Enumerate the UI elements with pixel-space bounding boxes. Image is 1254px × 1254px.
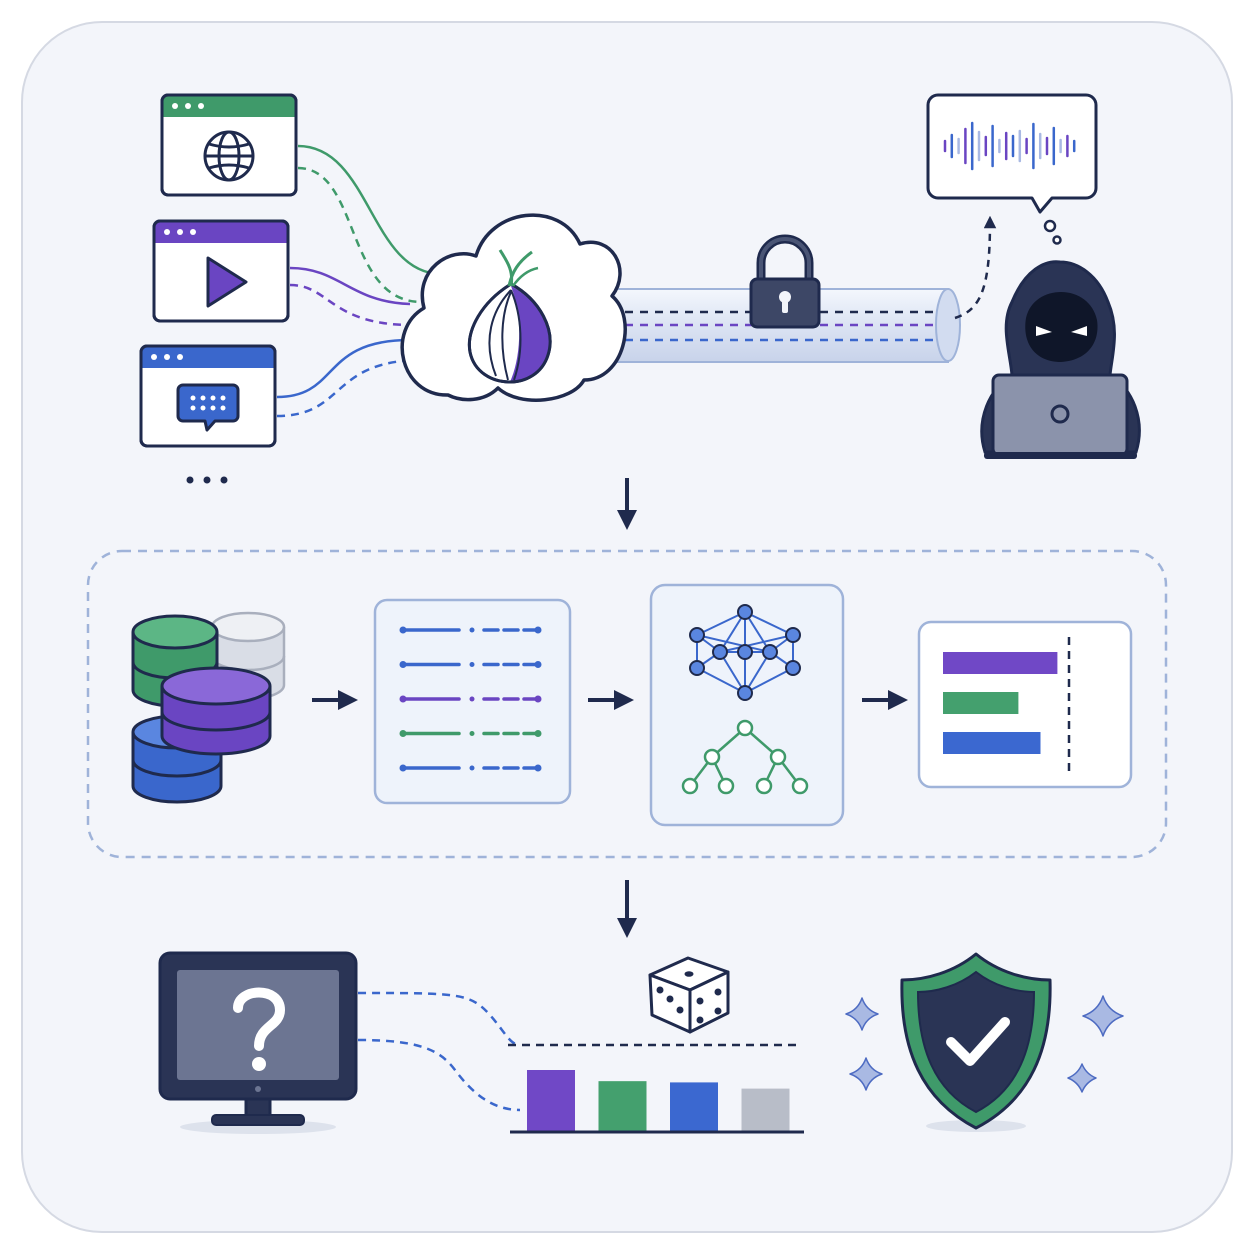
feature-row (399, 764, 542, 772)
database-stack-icon (131, 611, 286, 804)
tor-cloud (400, 213, 627, 402)
result-bar (943, 652, 1058, 674)
feature-endpoint (399, 764, 407, 772)
question-monitor-icon (158, 951, 358, 1134)
play-icon (206, 256, 248, 308)
prediction-bar (741, 1088, 790, 1132)
bar-chart-icon (917, 620, 1133, 789)
feature-dot (469, 696, 475, 702)
hooded-attacker-icon (980, 260, 1141, 459)
captured-signal-bubble (926, 93, 1098, 245)
dice-icon (648, 956, 730, 1034)
prediction-chart (508, 1043, 804, 1134)
chat-icon (176, 383, 240, 432)
feature-dot (469, 731, 475, 736)
feature-endpoint (399, 626, 407, 634)
feature-dot (469, 662, 475, 667)
models-panel (649, 583, 845, 827)
feature-endpoint (534, 661, 542, 668)
question-mark-icon (233, 987, 286, 1071)
feature-list-icon (373, 598, 572, 805)
traffic-sources (139, 93, 298, 484)
prediction-connections (357, 991, 521, 1112)
padlock-icon (749, 234, 821, 329)
feature-endpoint (399, 730, 407, 737)
tor-onion-icon (467, 249, 552, 384)
analysis-pipeline-frame (86, 549, 1168, 859)
result-bar (943, 692, 1019, 714)
source-connections (276, 144, 441, 418)
feature-endpoint (534, 764, 542, 772)
neural-network-icon (689, 604, 801, 701)
sparkle-icon (845, 995, 1124, 1093)
feature-endpoint (534, 730, 542, 737)
globe-icon (203, 130, 255, 182)
shield-check-icon (900, 952, 1052, 1132)
prediction-bar (598, 1081, 647, 1132)
feature-row (399, 695, 542, 703)
feature-row (399, 730, 542, 737)
feature-endpoint (534, 695, 542, 703)
feature-endpoint (534, 626, 542, 634)
feature-row (399, 661, 542, 668)
feature-endpoint (399, 661, 407, 668)
prediction-bar (527, 1070, 575, 1132)
feature-dot (469, 765, 475, 771)
result-bar (943, 732, 1041, 754)
feature-row (399, 626, 542, 634)
decision-tree-icon (681, 719, 809, 795)
feature-endpoint (399, 695, 407, 703)
web-browsing-window (160, 93, 298, 197)
feature-dot (469, 627, 475, 633)
ellipsis-icon (186, 476, 228, 484)
prediction-bar (670, 1082, 718, 1132)
chat-window (139, 344, 277, 448)
video-streaming-window (152, 219, 290, 323)
signal-waveform-icon (943, 121, 1076, 171)
